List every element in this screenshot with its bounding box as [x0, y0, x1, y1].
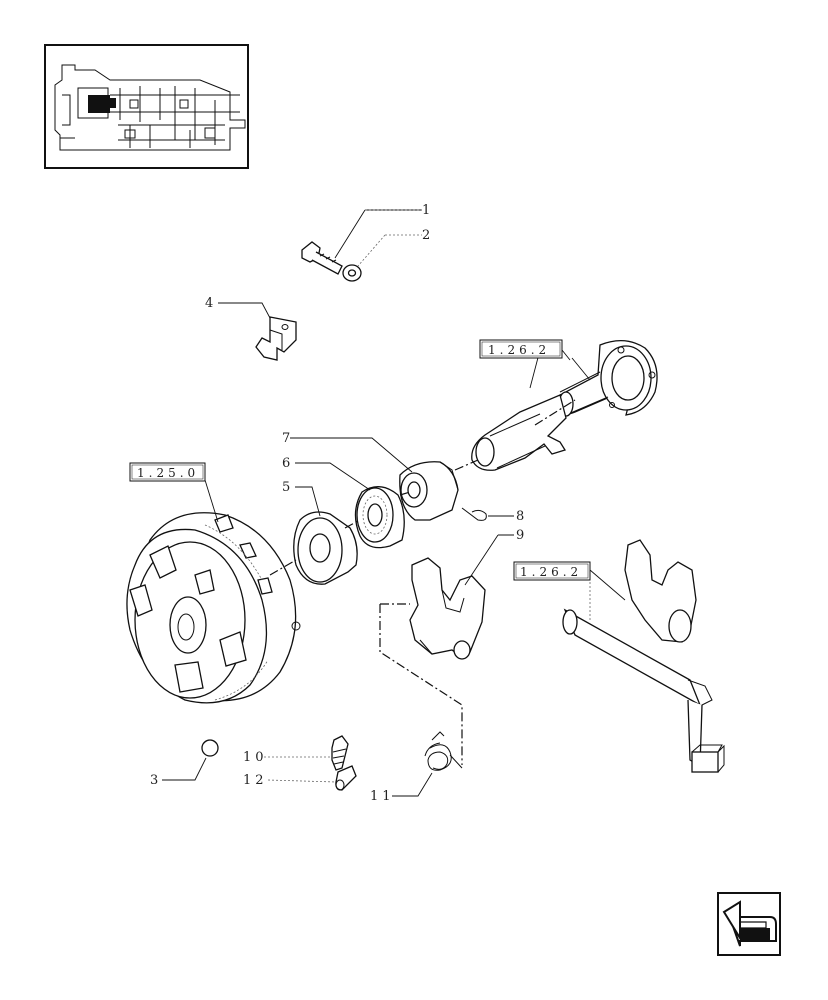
- screw-part[interactable]: [331, 735, 349, 771]
- bearing-part[interactable]: [354, 486, 405, 549]
- callout-9[interactable]: 9: [516, 528, 528, 543]
- plug-part[interactable]: [201, 739, 219, 757]
- callout-6[interactable]: 6: [282, 456, 294, 471]
- callout-labels: 1 2 3 4 5 6 7 8 9 10 11 12: [150, 203, 528, 804]
- washer-part[interactable]: [342, 264, 362, 282]
- assembly-center-lines: [269, 399, 576, 576]
- release-bearing-ring-part[interactable]: [293, 511, 358, 585]
- release-fork-part[interactable]: [409, 557, 486, 660]
- locator-thumbnail[interactable]: [44, 44, 249, 169]
- guide-sleeve-part[interactable]: [471, 340, 658, 471]
- ref-box-clutch[interactable]: 1.25.0: [129, 462, 206, 482]
- transmission-sketch: [54, 64, 246, 151]
- bearing-carrier-part[interactable]: [399, 461, 459, 521]
- callout-8[interactable]: 8: [516, 509, 528, 524]
- callout-4[interactable]: 4: [205, 296, 217, 311]
- callout-5[interactable]: 5: [282, 480, 294, 495]
- callout-1[interactable]: 1: [422, 203, 434, 218]
- clip-part[interactable]: [461, 507, 487, 521]
- callout-12[interactable]: 12: [243, 773, 268, 788]
- bolt-part[interactable]: [301, 241, 343, 275]
- callout-7[interactable]: 7: [282, 431, 294, 446]
- assembly-outline: [379, 604, 463, 765]
- ref-label-shaft: 1.26.2: [488, 343, 550, 357]
- callout-10[interactable]: 10: [243, 750, 268, 765]
- ref-label-fork: 1.26.2: [520, 565, 582, 579]
- pin-part[interactable]: [335, 765, 357, 791]
- ref-box-shaft[interactable]: 1.26.2: [479, 339, 563, 359]
- spring-part[interactable]: [424, 731, 463, 771]
- bracket-part[interactable]: [255, 316, 297, 361]
- ref-label-clutch: 1.25.0: [137, 466, 199, 480]
- callout-3[interactable]: 3: [150, 773, 162, 788]
- clutch-assembly[interactable]: [126, 512, 301, 704]
- previous-page-arrow-icon[interactable]: [717, 892, 781, 956]
- fork-shaft-assembly[interactable]: [562, 539, 725, 773]
- callout-11[interactable]: 11: [370, 789, 395, 804]
- ref-box-fork[interactable]: 1.26.2: [513, 561, 591, 581]
- callout-2[interactable]: 2: [422, 228, 434, 243]
